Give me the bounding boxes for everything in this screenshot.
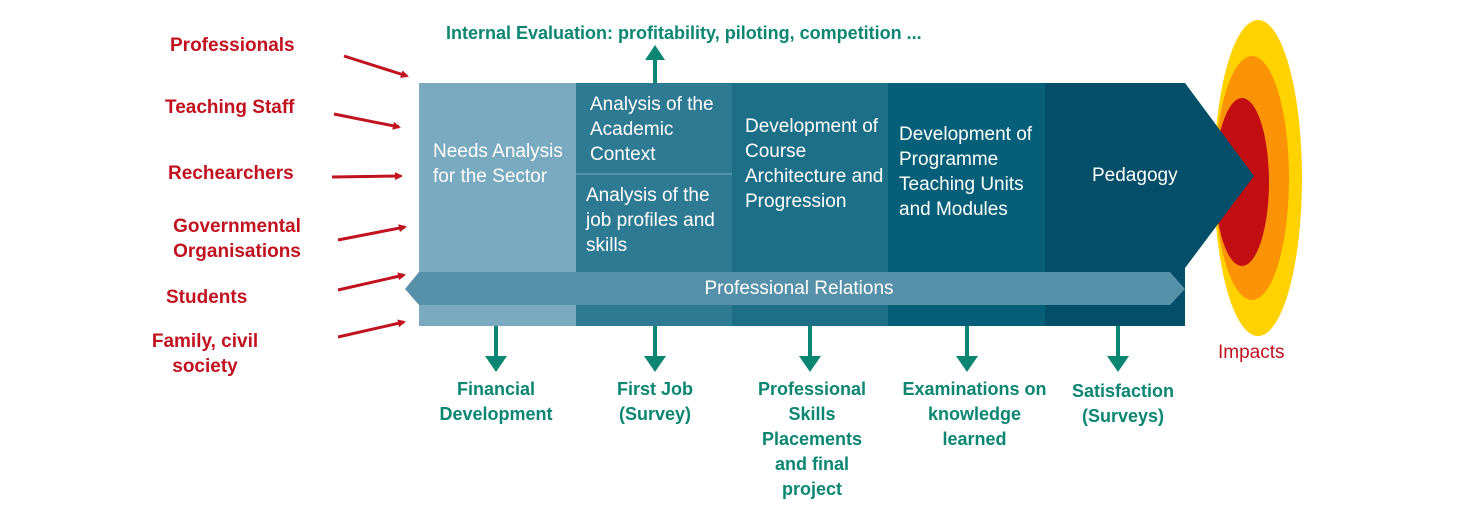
- input-researchers: Rechearchers: [168, 163, 294, 184]
- input-arrow-icon: [337, 272, 406, 292]
- output-arrow-icon: [644, 326, 666, 372]
- output-first-job: First Job (Survey): [616, 379, 693, 424]
- input-arrow-icon: [333, 112, 401, 130]
- input-arrow-icon: [343, 54, 409, 78]
- output-examinations: Examinations on knowledge learned: [902, 379, 1047, 449]
- impacts-label: Impacts: [1218, 342, 1285, 363]
- input-professionals: Professionals: [170, 35, 295, 56]
- input-governmental-organisations: Governmental Organisations: [173, 216, 301, 262]
- up-arrow-icon: [653, 58, 657, 83]
- input-family-civil-society: Family, civil society: [151, 331, 259, 377]
- output-arrow-icon: [956, 326, 978, 372]
- stage-needs-analysis: Needs Analysis for the Sector: [433, 141, 563, 187]
- stage-job-profiles: Analysis of the job profiles and skills: [586, 185, 715, 256]
- internal-evaluation-label: Internal Evaluation: profitability, pilo…: [446, 23, 922, 43]
- output-arrow-icon: [799, 326, 821, 372]
- input-arrow-icon: [337, 224, 407, 242]
- input-arrow-icon: [337, 319, 406, 339]
- output-arrow-icon: [485, 326, 507, 372]
- stage-5-arrow-bg: [1045, 83, 1254, 326]
- stage-academic-context: Analysis of the Academic Context: [590, 94, 714, 165]
- professional-relations-label: Professional Relations: [704, 278, 894, 299]
- input-arrow-icon: [331, 172, 403, 181]
- input-teaching-staff: Teaching Staff: [165, 97, 295, 118]
- output-arrow-icon: [1107, 326, 1129, 372]
- output-financial-development: Financial Development: [439, 379, 553, 424]
- input-students: Students: [166, 287, 248, 308]
- stage-teaching-units: Development of Programme Teaching Units …: [899, 124, 1033, 220]
- output-satisfaction: Satisfaction (Surveys): [1071, 381, 1175, 426]
- professional-relations-band: [405, 272, 1185, 305]
- output-professional-skills: Professional Skills Placements and final…: [757, 379, 867, 499]
- stage-pedagogy: Pedagogy: [1092, 165, 1178, 186]
- stage-course-architecture: Development of Course Architecture and P…: [745, 116, 884, 212]
